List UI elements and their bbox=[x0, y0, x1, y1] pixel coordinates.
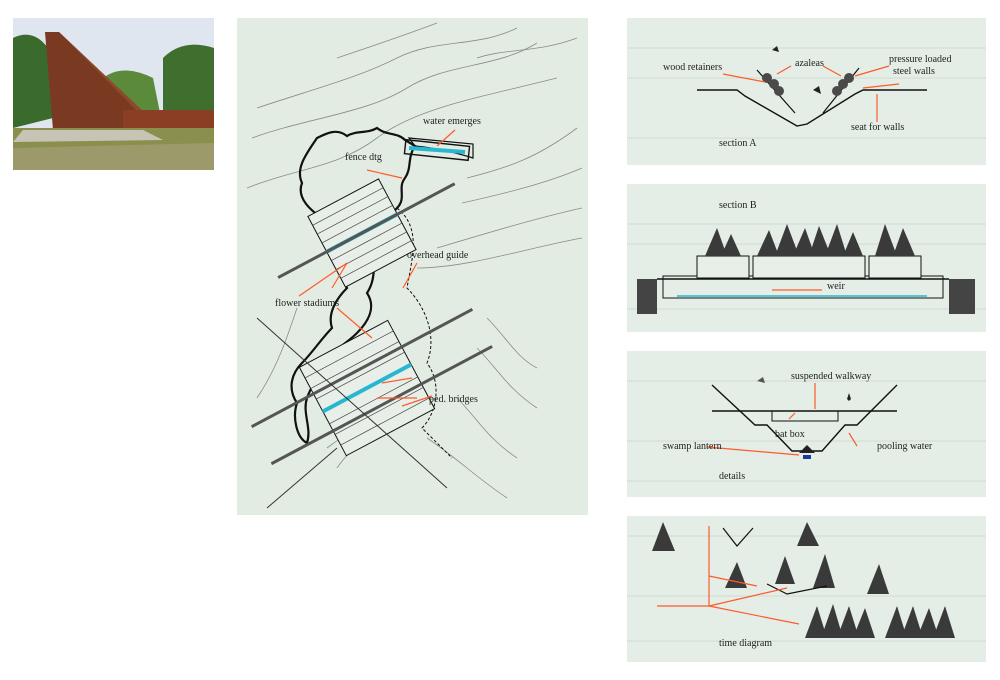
details-panel: suspended walkway bat box swamp lantern … bbox=[627, 351, 986, 497]
label-swamp-lantern: swamp lantern bbox=[663, 441, 722, 452]
label-flower-stadiums: flower stadiums bbox=[275, 298, 340, 309]
label-suspended-walkway: suspended walkway bbox=[791, 371, 872, 382]
section-b-panel: section B weir bbox=[627, 184, 986, 332]
label-bat-box: bat box bbox=[775, 429, 805, 440]
label-wood-retainers: wood retainers bbox=[663, 62, 723, 73]
section-a-title: section A bbox=[719, 138, 757, 149]
label-steel-walls: steel walls bbox=[893, 66, 935, 77]
label-ped-bridges: ped. bridges bbox=[429, 394, 478, 405]
site-plan-drawing bbox=[246, 22, 583, 509]
label-azaleas: azaleas bbox=[795, 58, 824, 69]
label-seat-for-walls: seat for walls bbox=[851, 122, 905, 133]
time-diagram-panel: time diagram bbox=[627, 516, 986, 662]
label-weir: weir bbox=[827, 281, 845, 292]
label-overhead-guide: overhead guide bbox=[407, 250, 469, 261]
section-a-panel: wood retainers azaleas pressure loaded s… bbox=[627, 18, 986, 165]
section-a-drawing bbox=[627, 46, 986, 139]
label-water-emerges: water emerges bbox=[423, 116, 481, 127]
site-plan: water emerges fence dtg overhead guide f… bbox=[237, 18, 588, 515]
label-pooling-water: pooling water bbox=[877, 441, 933, 452]
label-pressure-loaded: pressure loaded bbox=[889, 54, 952, 65]
label-fence-dtg: fence dtg bbox=[345, 152, 382, 163]
section-b-title: section B bbox=[719, 200, 757, 211]
time-diagram-title: time diagram bbox=[719, 638, 773, 649]
details-drawing bbox=[627, 377, 986, 482]
time-diagram-drawing bbox=[627, 522, 986, 642]
details-title: details bbox=[719, 471, 746, 482]
site-photo bbox=[13, 18, 214, 170]
section-b-drawing bbox=[627, 223, 986, 314]
site-photo-image bbox=[13, 18, 214, 170]
